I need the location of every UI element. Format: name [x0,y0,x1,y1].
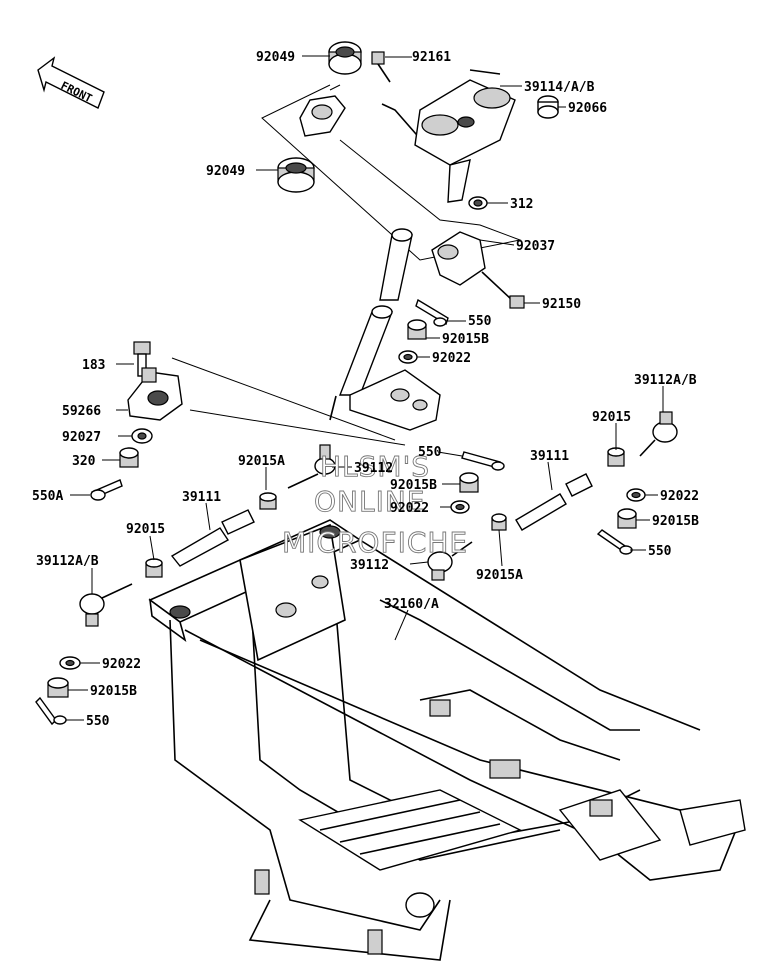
label-92015B-top: 92015B [442,332,489,347]
label-92022-right: 92022 [660,489,699,504]
frame-32160 [148,519,746,961]
label-92022-mid: 92022 [390,501,429,516]
label-92015-left: 92015 [126,522,165,537]
nut-92015b-top [407,319,427,340]
label-39112AB-right: 39112A/B [634,373,697,388]
label-92037: 92037 [516,239,555,254]
washer-92022-bl [59,656,81,670]
cotter-pin-550-mid [461,451,505,471]
nut-92015-right [607,447,625,467]
bearing-92049-bottom [277,157,315,193]
watermark-line1: HLSM'S [320,450,430,483]
nut-92015B-right [617,508,637,529]
steering-holder-upper [299,95,346,137]
nut-320 [119,447,139,468]
bearing-92049-top [328,41,362,75]
label-39112-low: 39112 [350,558,389,573]
cotter-pin-550-bl [35,696,67,726]
front-arrow-icon [37,56,105,109]
label-92049-bottom: 92049 [206,164,245,179]
label-92015A-left: 92015A [238,454,285,469]
steering-assembly-outline [171,84,522,446]
cotter-pin-550-right [596,529,633,555]
label-92015A-right: 92015A [476,568,523,583]
cotter-pin-550A [90,479,123,501]
tie-rod-end-39112AB-left [79,583,133,627]
label-92015B-mid: 92015B [390,478,437,493]
clamp-92037 [431,231,486,286]
washer-92022-mid [450,500,470,514]
label-312: 312 [510,197,533,212]
label-92161: 92161 [412,50,451,65]
handlebar-holder-39114 [414,69,516,203]
nut-92015B-bl [47,677,69,698]
steering-shaft [329,228,441,431]
tie-rod-39111-right [515,473,593,531]
cap-92066 [537,95,559,119]
front-arrow: FRONT [37,56,105,109]
tie-rod-end-39112-mid [287,444,336,489]
bearing-holder-59266 [127,367,183,421]
nut-92015A-right [491,513,507,531]
label-39111-right: 39111 [530,449,569,464]
label-39114: 39114/A/B [524,80,595,95]
watermark-line3: MICROFICHE [282,526,468,559]
part-labels: 92049 92161 39114/A/B 92066 92049 312 92… [32,50,699,729]
label-92066: 92066 [568,101,607,116]
label-92150: 92150 [542,297,581,312]
label-32160: 32160/A [384,597,439,612]
label-39112-mid: 39112 [354,461,393,476]
label-92022-top: 92022 [432,351,471,366]
label-550A: 550A [32,489,63,504]
label-92022-bl: 92022 [102,657,141,672]
label-92049-top: 92049 [256,50,295,65]
label-550-bl: 550 [86,714,110,729]
label-39111-left: 39111 [182,490,221,505]
label-183: 183 [82,358,105,373]
bolt-92150 [481,271,525,309]
nut-92015B-mid [459,472,479,493]
label-320: 320 [72,454,96,469]
cotter-pin-550-top [415,298,449,327]
nut-92015-left [145,558,163,578]
label-92015B-right: 92015B [652,514,699,529]
nut-312 [468,196,488,210]
leader-lines [66,55,664,721]
washer-92027 [131,428,153,444]
watermark-line2: ONLINE [314,485,425,518]
label-39112AB-left: 39112A/B [36,554,99,569]
label-550-top: 550 [468,314,492,329]
washer-92022-right [626,488,646,502]
label-550-mid: 550 [418,445,442,460]
washer-92022-top [398,350,418,364]
tie-rod-39111-left [170,509,255,567]
label-92027: 92027 [62,430,101,445]
label-59266: 59266 [62,404,101,419]
watermark: HLSM'S ONLINE MICROFICHE [282,450,468,560]
label-92015B-bl: 92015B [90,684,137,699]
nut-92015A-left [259,492,277,510]
label-550-right: 550 [648,544,672,559]
label-92015-right: 92015 [592,410,631,425]
tie-rod-end-39112AB-right [639,411,678,457]
